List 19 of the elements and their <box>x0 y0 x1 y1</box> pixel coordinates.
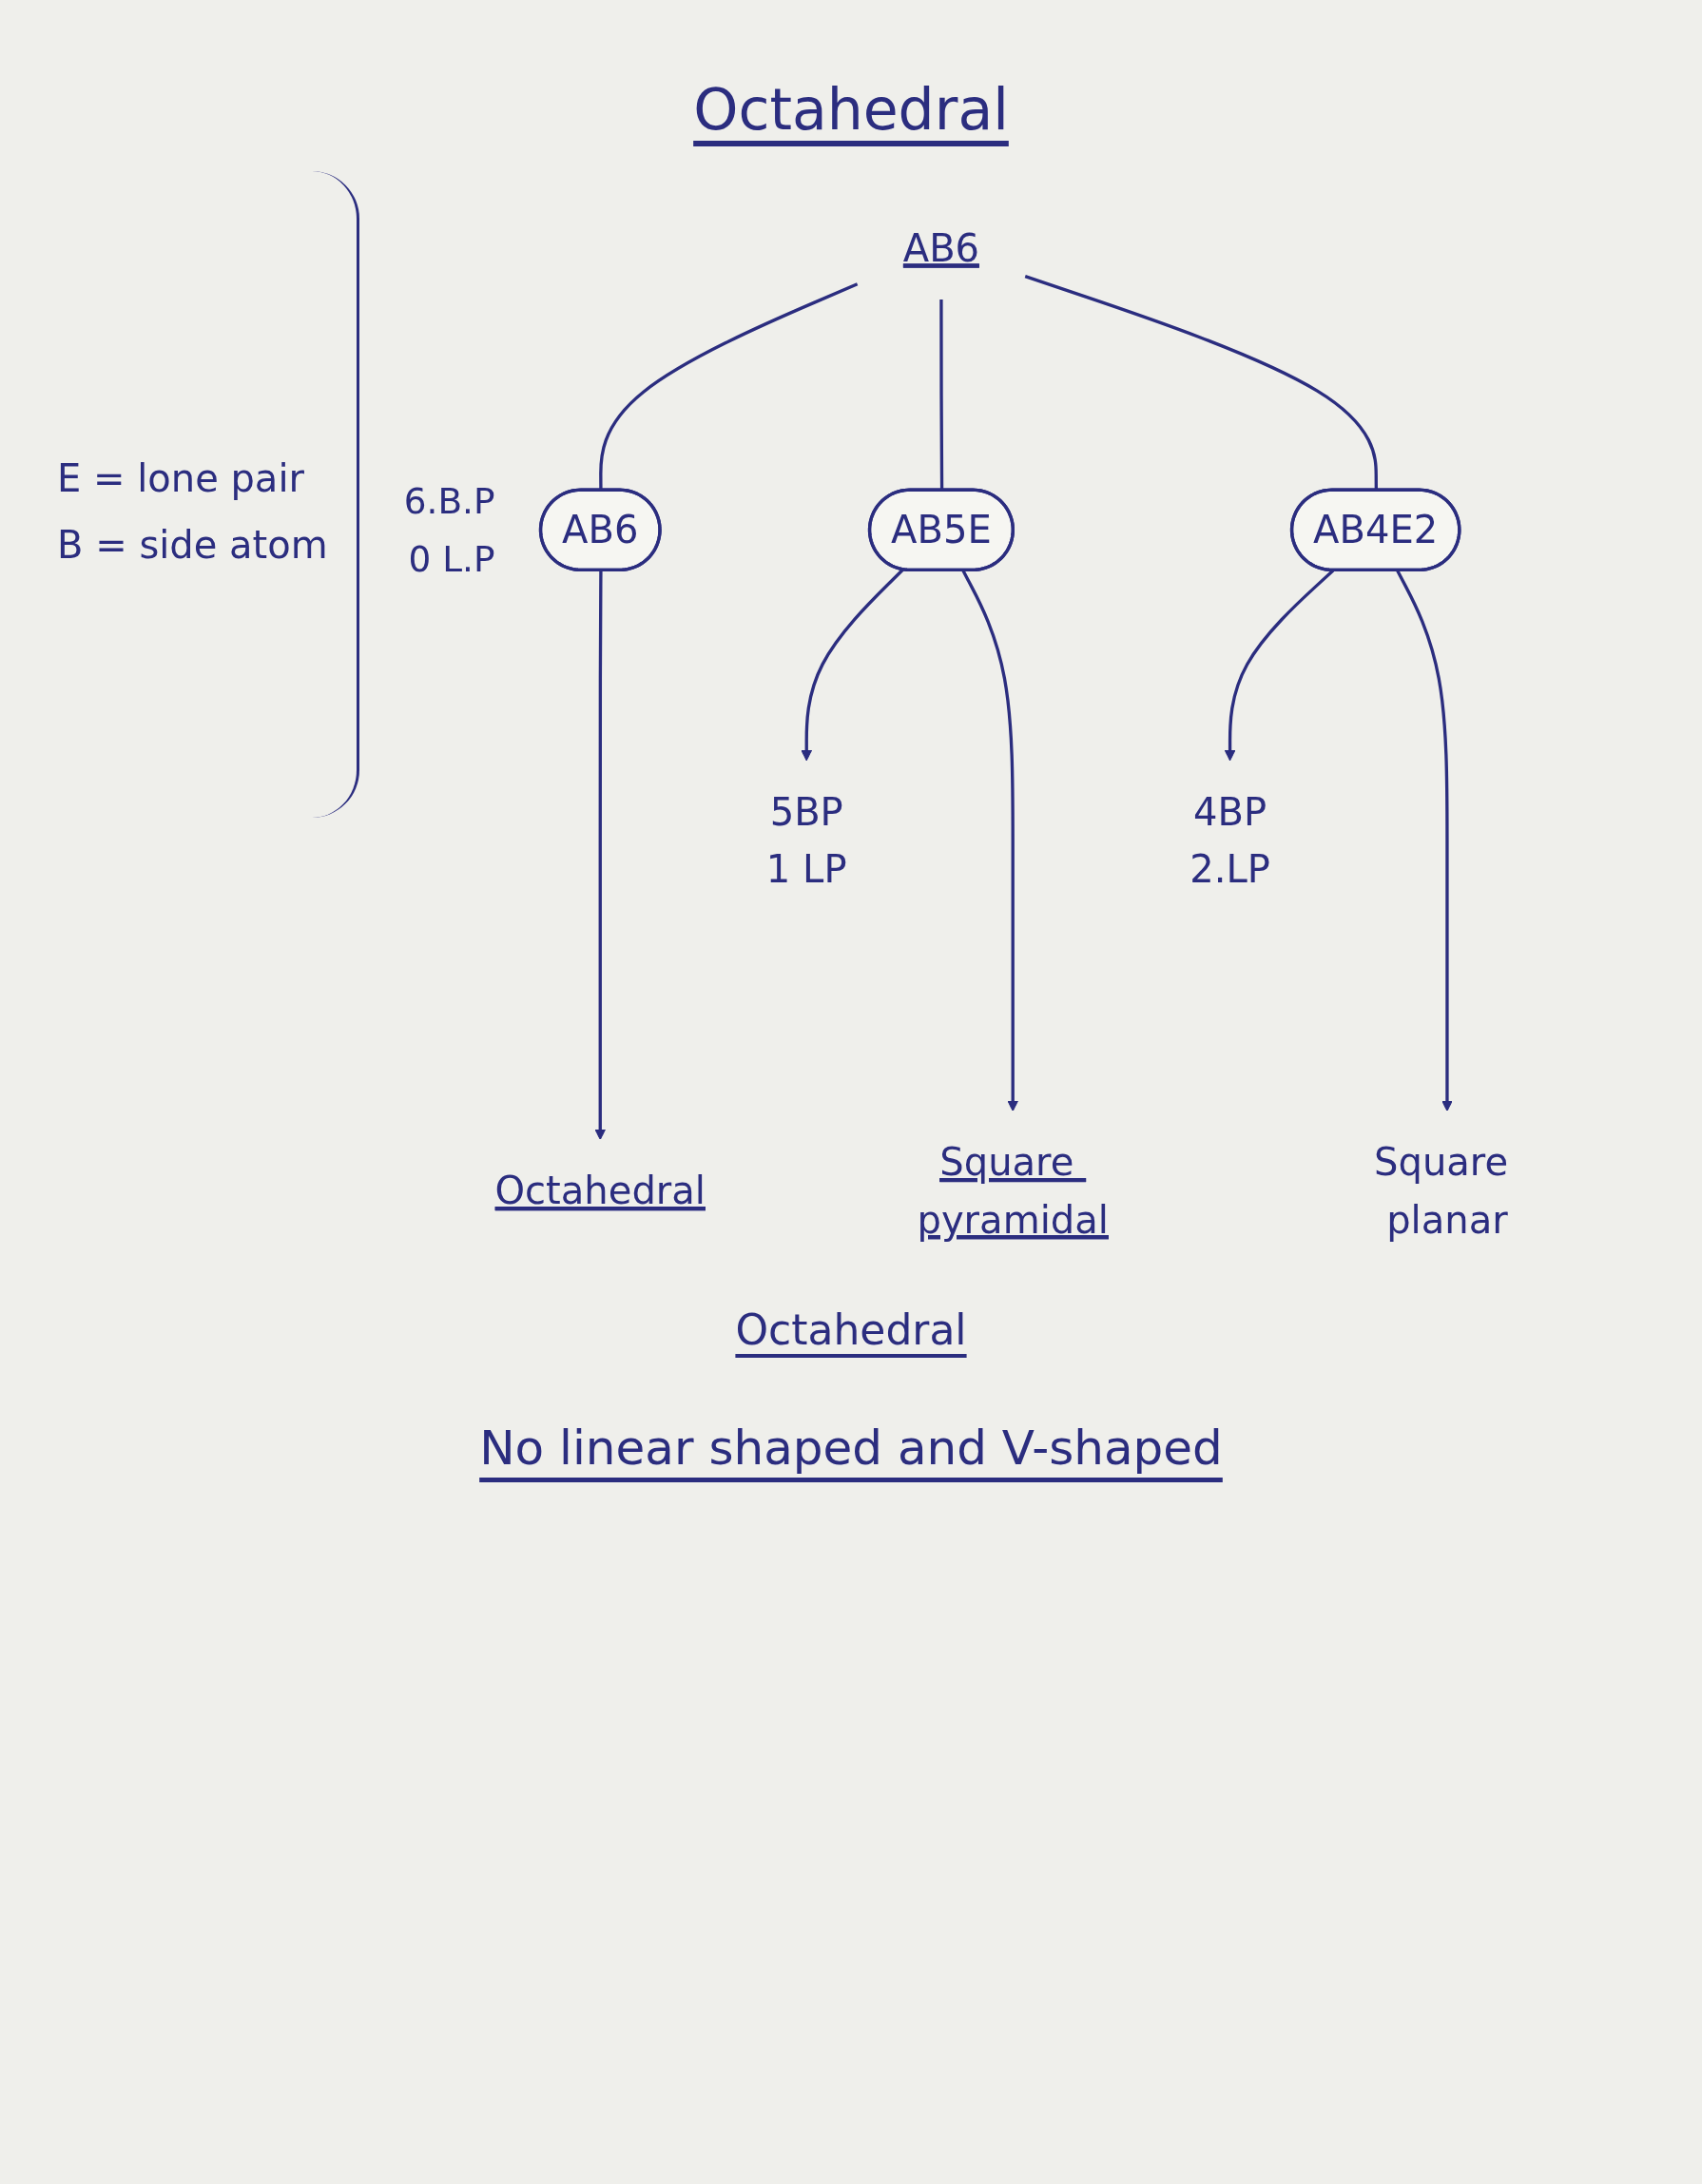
title: Octahedral <box>693 76 1009 143</box>
node-caption: 6.B.P 0 L.P <box>403 479 495 581</box>
arrow <box>801 569 904 762</box>
arrow <box>1395 570 1453 1111</box>
arrow <box>961 570 1018 1111</box>
node-text: 5BP 1 LP <box>765 789 847 892</box>
node-text: 4BP 2.LP <box>1189 789 1270 892</box>
definition-text: B = side atom <box>57 523 328 567</box>
connector <box>938 299 943 491</box>
flowchart: AB6 AB6 AB5E AB4E2 5BP 1 LP 4BP 2.LP Octahedral Square pyramidal Square planar 6.B.P 0 L.P <box>377 171 1645 1297</box>
node-text: AB6 <box>902 225 979 271</box>
node-text: Square planar <box>1373 1140 1508 1242</box>
connector <box>598 282 858 491</box>
definition-text: E = lone pair <box>57 456 305 500</box>
connector <box>1024 275 1378 491</box>
node-text: Square pyramidal <box>917 1140 1109 1242</box>
arrow <box>594 570 606 1140</box>
geometry-label: Octahedral <box>735 1305 967 1355</box>
node-text: Octahedral <box>494 1169 706 1213</box>
